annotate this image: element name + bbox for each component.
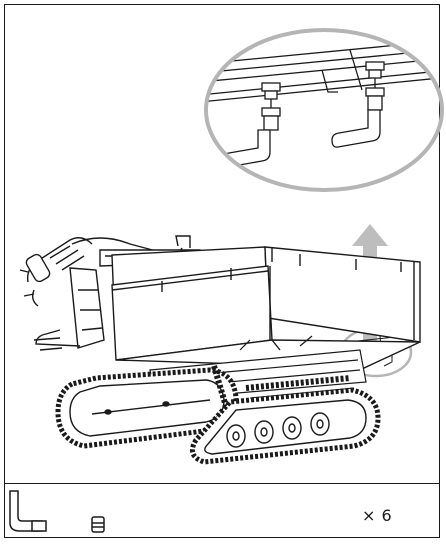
left-track [55, 365, 239, 449]
l-bolt-icon [9, 490, 47, 532]
diagram-frame [4, 4, 440, 538]
bolt-assembly-right [331, 61, 385, 148]
parts-list [4, 485, 440, 538]
right-track [189, 375, 381, 465]
quantity-label: × 6 [362, 506, 393, 525]
nut-icon [91, 516, 105, 533]
road-wheels [226, 412, 330, 448]
magnified-detail [204, 28, 444, 192]
bolt-assembly-left [221, 82, 281, 168]
parts-divider [4, 483, 440, 484]
cargo-bed [111, 246, 421, 369]
